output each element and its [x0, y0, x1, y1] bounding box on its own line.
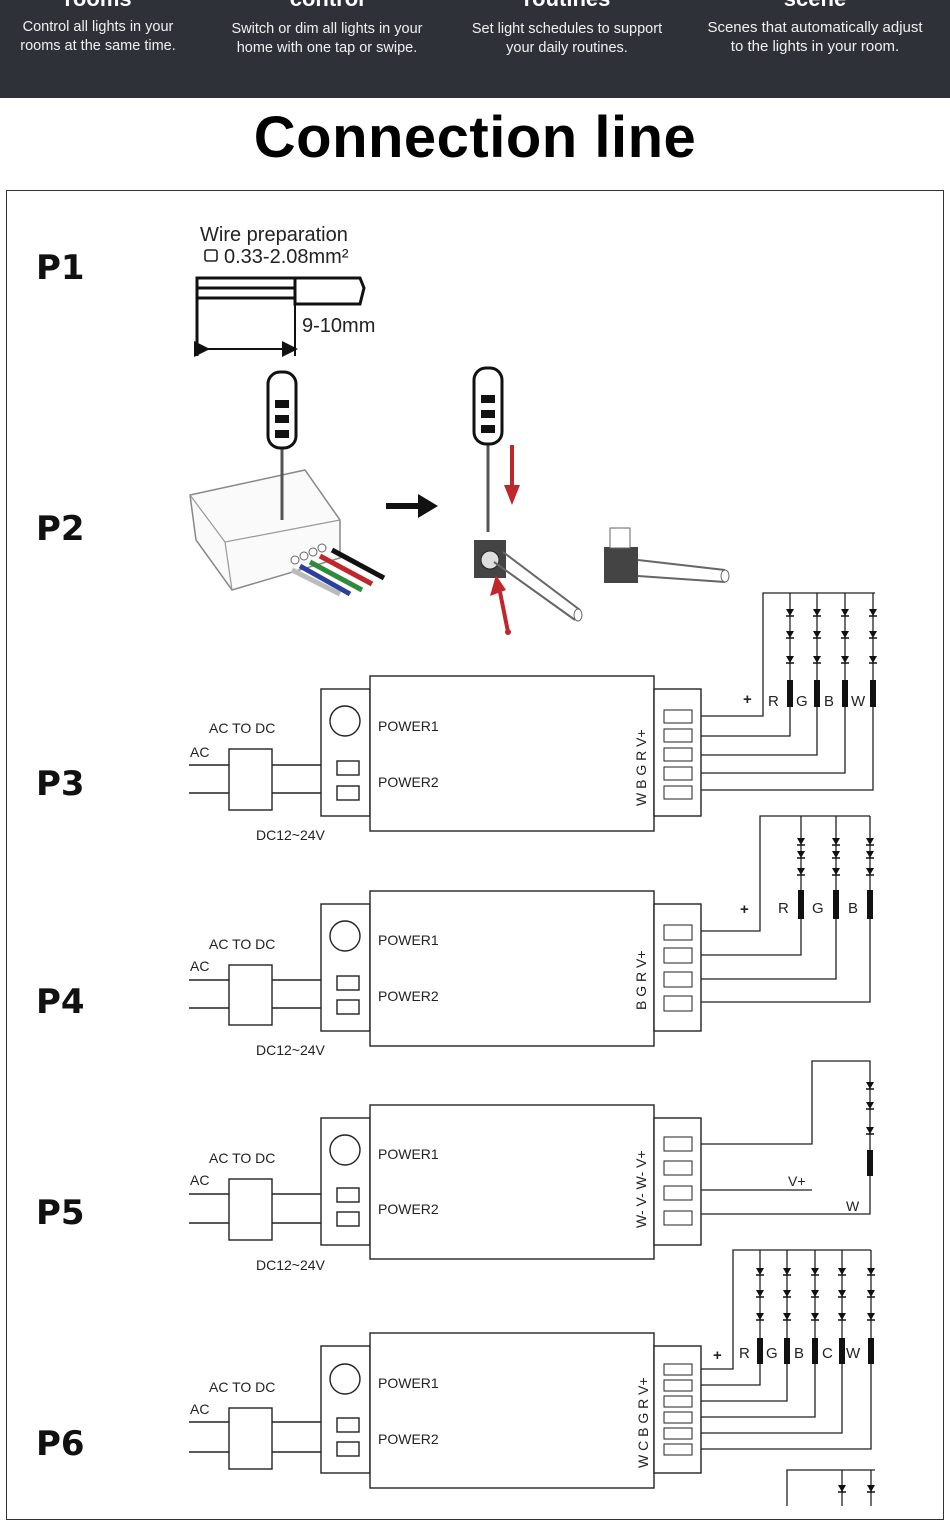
power2-label: POWER2: [378, 988, 439, 1004]
ac-label: AC: [190, 1401, 209, 1417]
strip-channel-label: G: [766, 1345, 778, 1362]
controller-box: [369, 890, 655, 1047]
wiring-p5: AC TO DC AC DC12~24V POWER1 POWER2 W- V-…: [189, 1060, 875, 1273]
terminal-labels: W C B G R V+: [635, 1377, 651, 1468]
power1-label: POWER1: [378, 1146, 439, 1162]
dc-jack-icon: [329, 1134, 361, 1166]
power2-label: POWER2: [378, 774, 439, 790]
section-title: Connection line: [253, 105, 697, 170]
power1-label: POWER1: [378, 718, 439, 734]
strip-plus-label: +: [740, 901, 749, 918]
step-label-p5: P5: [36, 1193, 85, 1233]
strip-channel-label: R: [778, 900, 789, 917]
ac-label: AC: [190, 744, 209, 760]
strip-channel-label: W: [851, 693, 866, 710]
dc-jack-icon: [329, 705, 361, 737]
strip-length: 9-10mm: [302, 315, 375, 337]
gauge-icon: [204, 249, 218, 262]
wire-prep-title: Wire preparation: [200, 224, 348, 246]
step-label-p1: P1: [36, 248, 85, 288]
psu-box: [228, 748, 273, 811]
power2-label: POWER2: [378, 1201, 439, 1217]
terminal-labels: W B G R V+: [633, 729, 649, 806]
step-label-p6: P6: [36, 1424, 85, 1464]
terminal-locked-figure: [604, 527, 730, 583]
terminal-insert-figure: [472, 366, 583, 635]
wire-preparation-figure: Wire preparation 0.33-2.08mm² 9-10mm: [194, 224, 375, 357]
terminal-labels: W- V- W- V+: [633, 1150, 649, 1228]
strip-channel-label: B: [794, 1345, 804, 1362]
controller-with-screwdriver: [189, 370, 386, 597]
strip-channel-label: R: [739, 1345, 750, 1362]
wire-gauge: 0.33-2.08mm²: [224, 246, 349, 268]
dc-jack-icon: [329, 1363, 361, 1395]
strip-channel-label: G: [796, 693, 808, 710]
controller-box: [369, 1104, 655, 1260]
strip-plus-label: +: [743, 691, 752, 708]
step-label-p4: P4: [36, 982, 85, 1022]
strip-channel-label: G: [812, 900, 824, 917]
controller-box: [369, 675, 655, 832]
strip-channel-label: B: [848, 900, 858, 917]
feature-routines: routines Set light schedules to supporty…: [456, 0, 678, 58]
arrow-right-icon: [386, 494, 438, 518]
strip-vplus-label: V+: [788, 1173, 806, 1189]
ac-label: AC: [190, 1172, 209, 1188]
step-label-p3: P3: [36, 764, 85, 804]
psu-label: AC TO DC: [209, 1379, 275, 1395]
psu-label: AC TO DC: [209, 936, 275, 952]
step-label-p2: P2: [36, 509, 85, 549]
feature-control: control Switch or dim all lights in your…: [216, 0, 438, 58]
psu-box: [228, 1178, 273, 1241]
dc-label: DC12~24V: [256, 1257, 326, 1273]
strip-w-label: W: [846, 1198, 860, 1214]
strip-channel-label: C: [822, 1345, 833, 1362]
power1-label: POWER1: [378, 932, 439, 948]
power2-label: POWER2: [378, 1431, 439, 1447]
wiring-p3: AC TO DC AC DC12~24V POWER1 POWER2 W B G…: [189, 592, 878, 843]
strip-plus-label: +: [713, 1347, 722, 1364]
dc-jack-icon: [329, 920, 361, 952]
terminal-labels: B G R V+: [633, 950, 649, 1010]
strip-channel-label: R: [768, 693, 779, 710]
strip-channel-label: B: [824, 693, 834, 710]
dc-label: DC12~24V: [256, 1042, 326, 1058]
wiring-p6: AC TO DC AC POWER1 POWER2 W C B G R V+: [189, 1249, 876, 1506]
psu-label: AC TO DC: [209, 1150, 275, 1166]
power1-label: POWER1: [378, 1375, 439, 1391]
controller-box: [369, 1332, 655, 1489]
psu-label: AC TO DC: [209, 720, 275, 736]
ac-label: AC: [190, 958, 209, 974]
wiring-p4: AC TO DC AC DC12~24V POWER1 POWER2 B G R…: [189, 815, 875, 1058]
strip-channel-label: W: [846, 1345, 861, 1362]
dc-label: DC12~24V: [256, 827, 326, 843]
psu-box: [228, 964, 273, 1026]
psu-box: [228, 1407, 273, 1470]
feature-scene: scene Scenes that automatically adjustto…: [690, 0, 940, 56]
